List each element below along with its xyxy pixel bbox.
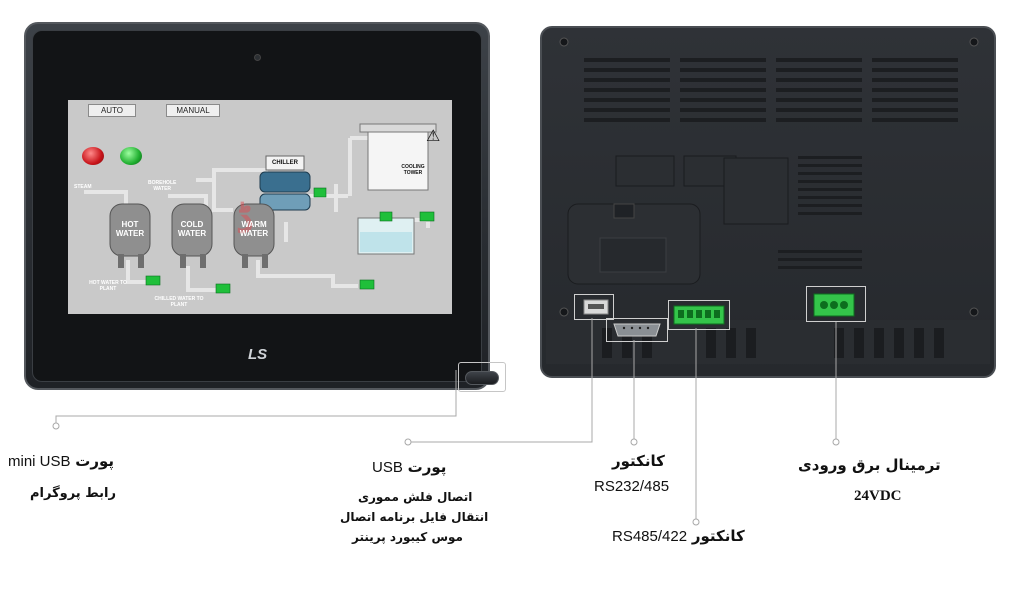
hmi-touch-screen[interactable]: ڈ AUTO MANUAL ⚠ STEAM BOREHOLE WATER HOT…: [68, 100, 452, 314]
usb-caption-line3: موس کیبورد پرینتر: [352, 530, 463, 544]
usb-caption-latin: USB: [372, 459, 403, 476]
process-mimic-graphic: ڈ: [84, 123, 437, 294]
rs232-caption-title: کانکتور: [612, 452, 665, 470]
hot-water-tank-label: HOT WATER: [115, 220, 145, 238]
warning-icon[interactable]: ⚠: [426, 126, 441, 145]
mini-usb-port-cover[interactable]: [465, 371, 499, 385]
power-caption-subtitle: 24VDC: [854, 488, 902, 504]
hmi-back-panel: [540, 26, 996, 378]
power-caption-title: ترمینال برق ورودی: [798, 456, 941, 474]
manual-mode-button[interactable]: MANUAL: [166, 104, 220, 117]
borehole-water-label: BOREHOLE WATER: [148, 180, 177, 192]
rs232-caption-subtitle: RS232/485: [594, 478, 670, 495]
usb-caption-arabic: پورت: [407, 458, 447, 476]
usb-port-highlight[interactable]: [574, 294, 614, 320]
usb-caption-title: USB پورت: [372, 458, 446, 476]
mini-usb-caption-subtitle: رابط پروگرام: [30, 486, 116, 501]
chilled-water-to-plant-label: CHILLED WATER TO PLANT: [154, 296, 204, 308]
mini-usb-caption-title: mini USB پورت: [8, 452, 114, 470]
run-indicator-green[interactable]: [120, 147, 142, 165]
warm-water-tank-label: WARM WATER: [239, 220, 269, 238]
mini-usb-caption-arabic: پورت: [75, 452, 115, 470]
cooling-tower-label: COOLING TOWER: [401, 164, 425, 176]
hmi-front-panel: ڈ AUTO MANUAL ⚠ STEAM BOREHOLE WATER HOT…: [24, 22, 506, 392]
front-sensor-dot: [254, 54, 261, 61]
steam-label: STEAM: [74, 184, 92, 190]
auto-mode-button[interactable]: AUTO: [88, 104, 136, 117]
mini-usb-caption-latin: mini USB: [8, 453, 71, 470]
rs485-caption: RS485/422 کانکتور: [612, 527, 745, 545]
power-terminal-highlight[interactable]: [806, 286, 866, 322]
rs485-caption-latin: RS485/422: [612, 528, 688, 545]
rs485-caption-arabic: کانکتور: [691, 527, 745, 545]
mini-usb-port-highlight[interactable]: [458, 362, 506, 392]
svg-text:ڈ: ڈ: [236, 197, 254, 241]
rs232-connector-highlight[interactable]: [606, 318, 668, 342]
stop-indicator-red[interactable]: [82, 147, 104, 165]
ls-brand-logo: LS: [248, 346, 268, 363]
chiller-label: CHILLER: [272, 160, 298, 166]
hot-water-to-plant-label: HOT WATER TO PLANT: [89, 280, 127, 292]
cold-water-tank-label: COLD WATER: [177, 220, 207, 238]
back-panel-details: [546, 37, 990, 364]
usb-caption-line2: انتقال فایل برنامه اتصال: [340, 510, 489, 524]
rs485-terminal-highlight[interactable]: [668, 300, 730, 330]
usb-caption-line1: اتصال فلش مموری: [358, 490, 473, 504]
